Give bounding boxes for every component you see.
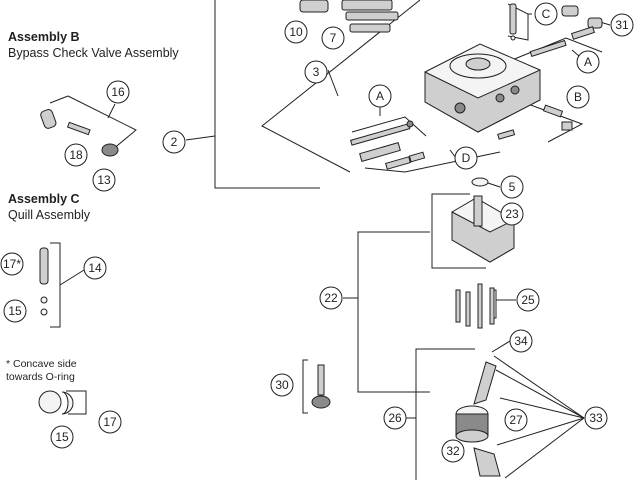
callout-17-star-label: 17* xyxy=(3,257,21,271)
callout-32: 32 xyxy=(441,439,465,463)
callout-b-label: B xyxy=(574,90,582,104)
callout-27-label: 27 xyxy=(509,413,523,427)
callout-14: 14 xyxy=(83,256,107,280)
assembly-b-subtitle: Bypass Check Valve Assembly xyxy=(8,46,179,60)
callout-17-star: 17* xyxy=(0,252,24,276)
callout-34-label: 34 xyxy=(514,334,528,348)
callout-b: B xyxy=(566,85,590,109)
callout-16: 16 xyxy=(106,80,130,104)
callout-17-label: 17 xyxy=(103,415,117,429)
callout-15-note: 15 xyxy=(50,425,74,449)
callout-15-quill-label: 15 xyxy=(8,304,22,318)
callout-15-note-label: 15 xyxy=(55,430,69,444)
callout-5: 5 xyxy=(500,175,524,199)
callout-2-label: 2 xyxy=(171,135,178,149)
callout-13: 13 xyxy=(92,168,116,192)
callout-13-label: 13 xyxy=(97,173,111,187)
footnote-line-2: towards O-ring xyxy=(6,371,75,383)
parts-drawing xyxy=(38,0,603,477)
callout-7: 7 xyxy=(321,26,345,50)
callout-c-label: C xyxy=(542,7,551,21)
callout-26: 26 xyxy=(383,406,407,430)
callout-22: 22 xyxy=(319,286,343,310)
callout-22-label: 22 xyxy=(324,291,338,305)
callout-5-label: 5 xyxy=(509,180,516,194)
callout-15-quill: 15 xyxy=(3,299,27,323)
callout-30-label: 30 xyxy=(275,378,289,392)
callout-18: 18 xyxy=(64,143,88,167)
callout-17: 17 xyxy=(98,410,122,434)
callout-a-lower: A xyxy=(368,84,392,108)
callout-a-upper: A xyxy=(576,50,600,74)
callout-18-label: 18 xyxy=(69,148,83,162)
callout-a-lower-label: A xyxy=(376,89,384,103)
callout-a-upper-label: A xyxy=(584,55,592,69)
callout-34: 34 xyxy=(509,329,533,353)
callout-10: 10 xyxy=(284,20,308,44)
callout-33: 33 xyxy=(584,406,608,430)
callout-16-label: 16 xyxy=(111,85,125,99)
callout-31-label: 31 xyxy=(615,18,629,32)
callout-27: 27 xyxy=(504,408,528,432)
assembly-b-title: Assembly B xyxy=(8,30,80,44)
assembly-c-subtitle: Quill Assembly xyxy=(8,208,90,222)
callout-30: 30 xyxy=(270,373,294,397)
callout-26-label: 26 xyxy=(388,411,402,425)
callout-23-label: 23 xyxy=(505,207,519,221)
callout-31: 31 xyxy=(610,13,634,37)
callout-33-label: 33 xyxy=(589,411,603,425)
assembly-c-title: Assembly C xyxy=(8,192,80,206)
callout-32-label: 32 xyxy=(446,444,460,458)
callout-23: 23 xyxy=(500,202,524,226)
footnote-line-1: * Concave side xyxy=(6,358,77,370)
callout-3: 3 xyxy=(304,60,328,84)
callout-2: 2 xyxy=(162,130,186,154)
callout-7-label: 7 xyxy=(330,31,337,45)
callout-c: C xyxy=(534,2,558,26)
callout-d-label: D xyxy=(462,151,471,165)
callout-3-label: 3 xyxy=(313,65,320,79)
callout-10-label: 10 xyxy=(289,25,303,39)
callout-25: 25 xyxy=(516,288,540,312)
callout-25-label: 25 xyxy=(521,293,535,307)
callout-14-label: 14 xyxy=(88,261,102,275)
callout-d: D xyxy=(454,146,478,170)
